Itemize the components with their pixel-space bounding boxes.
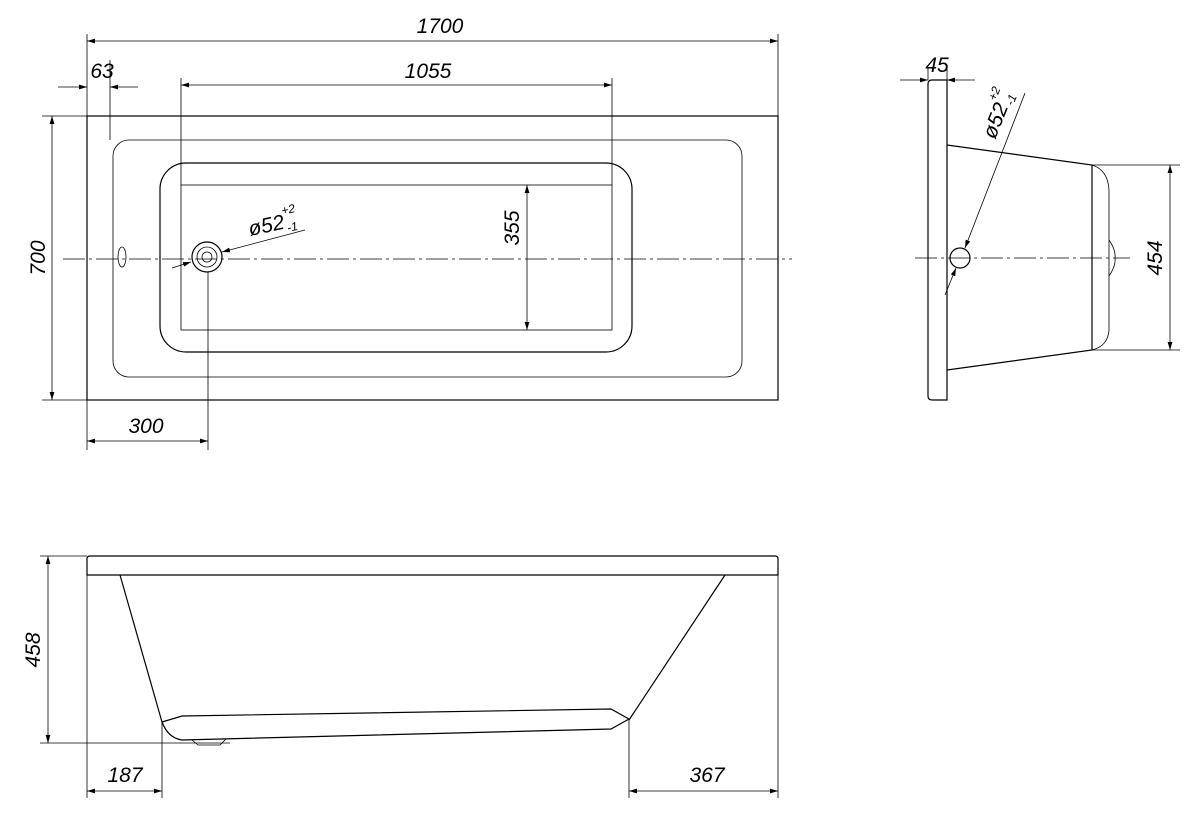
tub-inner-rim [112,139,743,378]
dim-overall-width: 700 [27,240,50,275]
end-view: 45 454 ø52 +2 -1 [900,54,1180,401]
dim-bottom-width: 355 [501,210,524,245]
dim-rim-thickness: 45 [925,54,949,77]
end-rim-bulge [1091,164,1110,351]
side-rim [86,555,779,576]
plan-view: 1700 63 1055 700 355 300 ø52 +2 -1 [27,15,792,450]
tub-outer-rim [86,115,779,401]
svg-text:+2: +2 [985,84,1003,102]
drain-icon [191,241,223,273]
svg-text:-1: -1 [1003,92,1020,107]
dim-end-width: 454 [1144,240,1167,275]
tub-bottom [180,184,613,331]
dim-overall-length: 1700 [417,15,464,38]
svg-text:ø52: ø52 [978,99,1013,141]
end-drain-icon [949,247,971,269]
svg-text:+2: +2 [280,201,297,218]
side-foot [191,738,227,746]
end-body [946,144,1093,371]
dim-drain-diameter-plan: ø52 +2 -1 [246,201,299,241]
dim-drain-offset: 300 [128,415,163,438]
dim-rim-offset: 63 [90,60,114,83]
side-view: 458 187 367 [22,555,779,798]
tub-basin [159,162,633,353]
dim-bottom-length: 1055 [405,60,452,83]
side-left-wall [119,574,163,723]
overflow-hole [117,246,127,268]
end-rim [927,79,948,401]
dim-height: 458 [22,632,45,667]
svg-text:-1: -1 [286,219,299,235]
dim-left-slope: 187 [107,764,143,787]
side-bottom-tray [161,708,631,741]
side-right-wall [628,574,726,721]
dim-right-slope: 367 [689,764,725,787]
dim-drain-diameter-end: ø52 +2 -1 [978,84,1020,142]
